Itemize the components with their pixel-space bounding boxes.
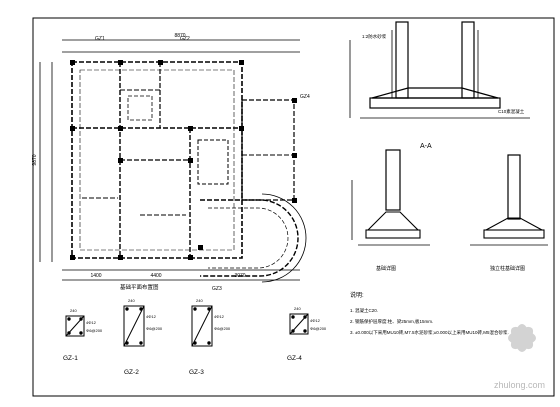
dim-left-total: 9870 xyxy=(32,154,38,165)
gz2-rebar-tie: Φ6@200 xyxy=(146,326,163,331)
gz2-rebar-main: 4Φ12 xyxy=(146,314,157,319)
notes-heading: 说明: xyxy=(350,291,364,299)
gz4-rebar-main: 4Φ12 xyxy=(310,318,321,323)
plan-mark-gz4: GZ4 xyxy=(300,94,310,100)
column-section-gz3 xyxy=(191,305,213,347)
column-section-gz2 xyxy=(123,305,145,347)
gz1-size: 240 xyxy=(70,308,77,313)
dim-bottom-b: 4400 xyxy=(150,273,161,279)
column-section-gz4 xyxy=(289,313,309,335)
watermark-text: zhulong.com xyxy=(494,380,545,390)
gz2-label: GZ-2 xyxy=(124,369,139,376)
structural-columns xyxy=(70,60,297,260)
foundation-plan xyxy=(39,39,307,283)
gz3-label: GZ-3 xyxy=(189,369,204,376)
plan-caption: 基础平面布置图 xyxy=(120,283,159,291)
gz4-size: 240 xyxy=(294,306,301,311)
plan-mark-gz2: GZ2 xyxy=(180,36,190,42)
note-2: 2. 钢筋保护层厚度:柱、梁25mm,板15mm. xyxy=(350,318,433,325)
isolated-footing-detail xyxy=(470,154,548,246)
section-label: A-A xyxy=(420,143,432,150)
annot-walls: 1:2防水砂浆 xyxy=(362,33,387,40)
detail-caption-right: 独立柱基础详图 xyxy=(490,265,525,272)
plan-mark-gz3: GZ3 xyxy=(212,286,222,292)
gz1-rebar-main: 4Φ12 xyxy=(86,320,97,325)
dim-bottom-a: 1400 xyxy=(90,273,101,279)
detail-caption-left: 基础详图 xyxy=(376,265,396,272)
gz3-size: 240 xyxy=(196,298,203,303)
plan-mark-gz1: GZ1 xyxy=(95,36,105,42)
gz4-label: GZ-4 xyxy=(287,355,302,362)
dim-top-total: 8870 xyxy=(174,33,185,39)
strip-foundation-detail xyxy=(351,149,430,246)
sheet-frame xyxy=(32,17,555,397)
gz1-label: GZ-1 xyxy=(63,355,78,362)
gz2-size: 240 xyxy=(128,298,135,303)
note-1: 1. 混凝土C20. xyxy=(350,307,378,314)
gz3-rebar-tie: Φ6@200 xyxy=(214,326,231,331)
note-3: 3. ±0.000以下采用MU10砖,M7.5水泥砂浆;±0.000以上采用MU… xyxy=(350,329,509,336)
watermark-logo xyxy=(508,324,536,352)
annot-c10: C10素混凝土 xyxy=(498,108,525,115)
column-section-gz1 xyxy=(65,315,85,337)
gz3-rebar-main: 4Φ12 xyxy=(214,314,225,319)
section-a-a xyxy=(349,21,530,119)
dim-bottom-c: 3070 xyxy=(234,273,245,279)
gz4-rebar-tie: Φ6@200 xyxy=(310,326,327,331)
gz1-rebar-tie: Φ6@200 xyxy=(86,328,103,333)
